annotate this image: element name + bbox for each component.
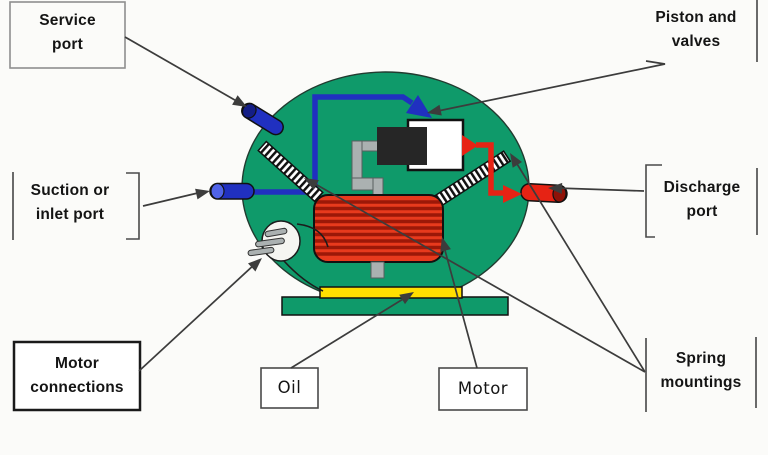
discharge-valve-arrow-icon	[462, 135, 478, 156]
oil-box	[260, 367, 319, 409]
piston	[377, 127, 427, 165]
callout-lines	[124, 36, 666, 373]
label-motor-connections: Motor connections	[30, 355, 124, 396]
plug-wire-lower	[283, 260, 324, 292]
label-suction-port: Suction or inlet port	[30, 182, 110, 223]
compressor-shell	[241, 71, 530, 305]
service-pipe	[241, 102, 284, 136]
arrowhead-service-port	[232, 95, 247, 107]
service-port-frame	[9, 1, 126, 69]
suction-flow-line	[250, 94, 414, 195]
discharge-flow-arrow-icon	[503, 185, 522, 203]
motor-stem	[370, 261, 385, 279]
callout-arrowheads	[195, 95, 563, 305]
label-motor: Motor	[457, 379, 509, 398]
label-service-port: Service port	[39, 12, 96, 53]
arrowhead-motor-connections	[248, 258, 262, 272]
label-discharge-port: Discharge port	[663, 179, 741, 220]
motor-connections-box	[12, 340, 142, 412]
mounting-base	[281, 296, 509, 316]
discharge-bracket	[645, 164, 662, 238]
label-oil: Oil	[277, 378, 302, 397]
callout-line-piston-valves	[432, 60, 666, 113]
suction-bracket	[126, 172, 140, 240]
service-pipe-cap	[241, 103, 257, 119]
suction-inlet-pipe	[209, 182, 255, 200]
arrowhead-spring-left	[304, 178, 319, 190]
callout-line-service-port	[124, 36, 241, 104]
callout-line-motor-connections	[138, 262, 257, 372]
arrowhead-motor	[440, 237, 451, 252]
callout-line-motor	[442, 242, 478, 369]
oil-layer	[319, 286, 463, 299]
callout-line-spring-left	[309, 180, 646, 373]
motor-windings	[314, 200, 443, 256]
arrowhead-oil	[399, 292, 414, 305]
spring-mounting-left	[257, 140, 324, 203]
arrowhead-piston-valves	[427, 104, 442, 116]
arrowhead-spring-right	[510, 153, 522, 168]
label-spring-mountings: Spring mountings	[660, 350, 742, 391]
callout-line-discharge-port	[555, 187, 645, 192]
plug-pins	[247, 227, 288, 257]
arrowhead-discharge-port	[548, 182, 563, 194]
callout-line-oil	[290, 295, 409, 369]
suction-pipe-cap	[210, 182, 225, 200]
discharge-flow-line	[476, 142, 504, 196]
motor-box	[438, 367, 528, 411]
arrowhead-suction-port	[195, 188, 210, 200]
plug-wire-upper	[296, 223, 329, 248]
suction-flow-arrow-icon	[406, 95, 432, 118]
callout-line-suction-port	[142, 191, 203, 207]
crankshaft	[351, 140, 384, 198]
label-piston-valves: Piston and valves	[655, 9, 737, 50]
callout-line-spring-right	[513, 158, 646, 373]
